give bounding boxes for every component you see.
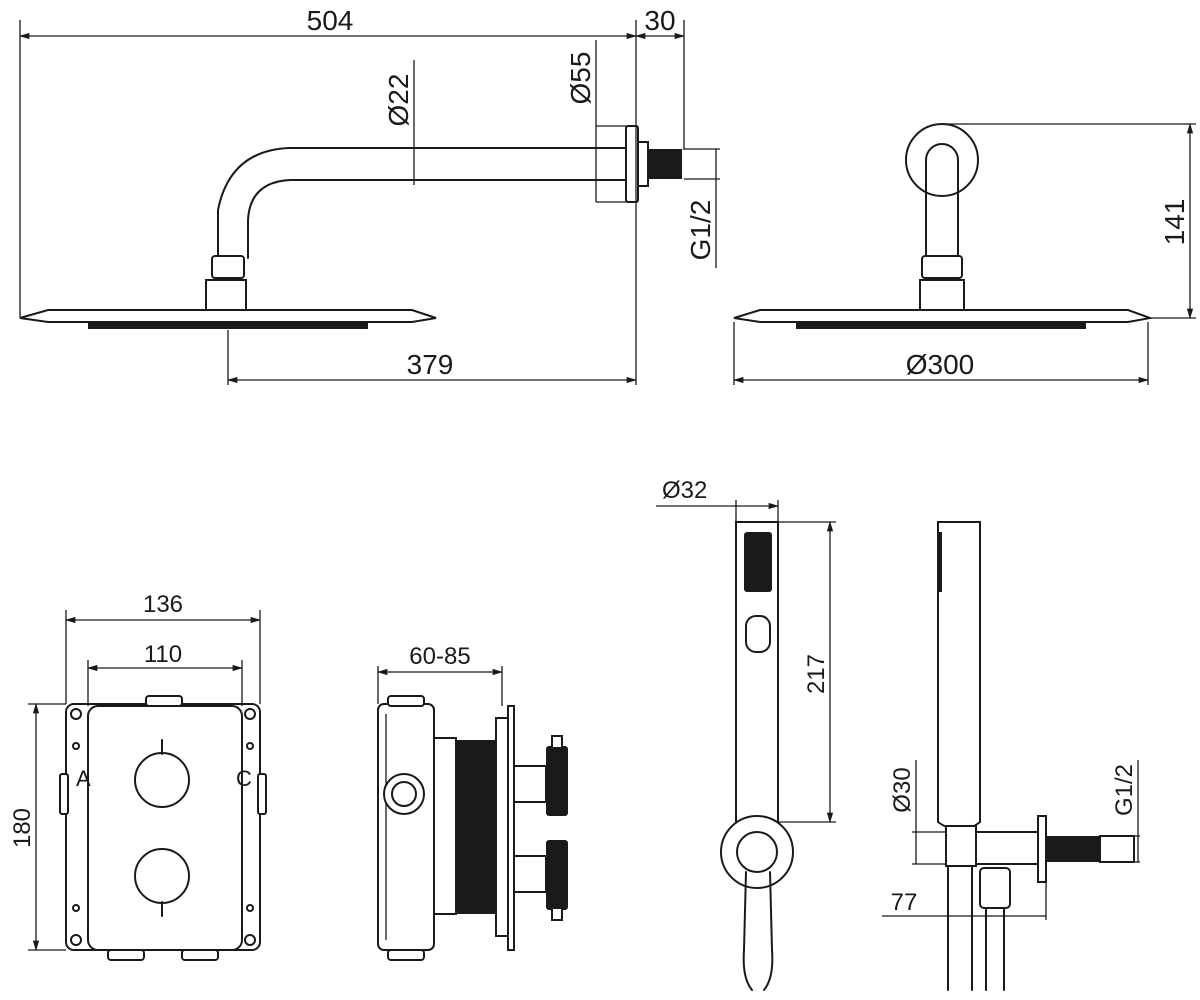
label-d300: Ø300	[906, 349, 975, 380]
label-110: 110	[144, 641, 182, 668]
head-nozzles	[88, 322, 368, 329]
dimension-outlet-thread: G1/2	[1111, 760, 1140, 863]
dimension-flange-diameter: Ø55	[565, 40, 630, 203]
label-180: 180	[9, 808, 36, 848]
label-504: 504	[307, 5, 354, 36]
dimension-arm-diameter: Ø22	[383, 60, 415, 185]
label-141: 141	[1159, 199, 1190, 246]
label-d32: Ø32	[662, 477, 707, 504]
label-d30: Ø30	[889, 767, 916, 812]
label-217: 217	[803, 654, 830, 694]
label-77: 77	[891, 889, 918, 916]
handshower-side-view	[937, 521, 1135, 991]
label-g12-top: G1/2	[685, 200, 716, 261]
dimension-outlet-diameter: Ø30	[889, 760, 946, 865]
dimension-thread-spec: G1/2	[684, 148, 720, 268]
dimension-outlet-projection: 77	[882, 882, 1047, 920]
dimension-valve-width: 136 110	[64, 591, 262, 706]
shower-arm-side-view	[19, 125, 682, 329]
label-valve-c: C	[236, 766, 252, 791]
dimension-valve-height: 180	[9, 702, 66, 952]
dimension-head-offset: 379	[226, 330, 638, 385]
dimension-arm-length: 504 30	[18, 5, 686, 385]
label-60-85: 60-85	[409, 643, 470, 670]
shower-head-front-view	[733, 123, 1154, 329]
valve-front-view: A C	[59, 695, 267, 961]
label-d55: Ø55	[565, 52, 596, 105]
label-valve-a: A	[76, 766, 91, 791]
label-30: 30	[644, 5, 675, 36]
dimension-head-height: 141	[944, 122, 1196, 320]
handshower-front-view	[720, 521, 794, 991]
dimension-handshower-length: 217	[778, 520, 836, 824]
dimension-handshower-diameter: Ø32	[656, 477, 780, 522]
label-d22: Ø22	[383, 74, 414, 127]
label-136: 136	[143, 591, 183, 618]
label-g12-bottom: G1/2	[1111, 764, 1138, 816]
dimension-head-diameter: Ø300	[732, 322, 1150, 385]
label-379: 379	[407, 349, 454, 380]
valve-side-view	[377, 695, 568, 961]
dimension-valve-depth: 60-85	[376, 643, 504, 706]
